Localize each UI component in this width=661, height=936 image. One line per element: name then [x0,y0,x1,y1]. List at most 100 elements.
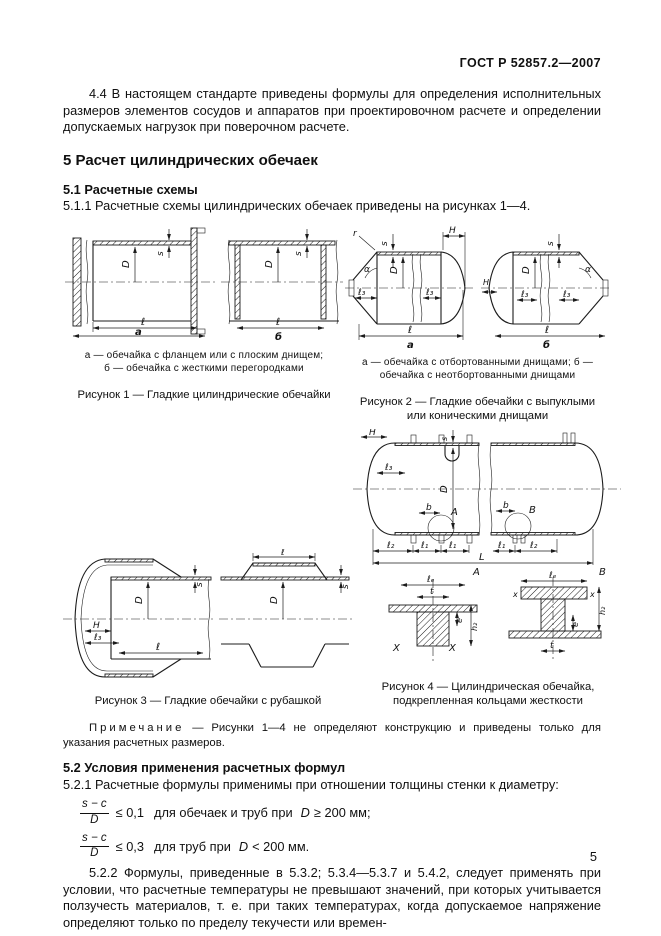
dim-label-l: ℓ [408,325,412,336]
dim-label-s: s [546,241,556,246]
fig4-detail-b: ℓₑ x x e h₂ t [508,571,607,661]
figure-3: D s H ℓ₃ ℓ [63,549,353,708]
dim-label-H: H [93,621,100,631]
section-label-A: A [472,567,480,578]
dim-label-e: e [571,622,580,627]
detail-label-B: B [529,505,536,516]
fig4-vessel: H s ℓ₃ D b A b B [353,429,621,578]
dim-label-D: D [134,596,145,604]
fig3-shell-a: D s H ℓ₃ ℓ [63,558,213,678]
formula-2-condition: < 200 мм. [252,838,310,854]
dim-label-s: s [195,582,205,587]
section-5-2-heading: 5.2 Условия применения расчетных формул [63,760,346,776]
dim-label-l3: ℓ₃ [93,633,102,643]
dim-label-D: D [121,260,132,268]
dim-label-l2: ℓ₂ [529,541,538,551]
figures-row-1: D s ℓ а [63,224,610,423]
fraction-1-denominator: D [90,813,99,826]
dim-label-l: ℓ [545,325,549,336]
dim-label-s: s [294,251,304,256]
figure-4: H s ℓ₃ D b A b B [353,429,623,708]
section-5-heading: 5 Расчет цилиндрических обечаек [63,151,318,169]
paragraph-5-2-1: 5.2.1 Расчетные формулы применимы при от… [63,776,559,792]
page-number: 5 [589,849,597,864]
dim-label-l1: ℓ₁ [420,541,429,551]
note-label: Примечание [89,721,185,734]
figure-2-drawing: r α s H D ℓ₃ ℓ₃ [345,226,610,349]
dim-label-l1: ℓ₁ [448,541,457,551]
dim-label-s: s [156,251,166,256]
fraction-1: s − c D [80,798,109,826]
dim-label-D: D [264,260,275,268]
dim-label-alpha: α [364,265,370,275]
dim-label-s: s [341,584,351,589]
dim-label-l3: ℓ₃ [520,290,529,300]
subfig-label-a: а [407,340,414,349]
figure-2-legend: а — обечайка с отбортованными днищами; б… [350,356,606,382]
dim-label-l: ℓ [156,642,160,653]
formula-1-condition: ≥ 200 мм; [313,805,371,821]
dim-label-t: t [550,641,554,651]
section-label-B: B [599,567,606,578]
fraction-2: s − c D [80,832,109,860]
formula-1-text: для обечаек и труб при [153,805,293,821]
figure-4-drawing: H s ℓ₃ D b A b B [353,429,621,661]
figure-2-legend-text: а — обечайка с отбортованными днищами; б… [361,356,594,381]
formula-1-variable: D [300,805,310,821]
subfig-label-a: а [135,327,142,338]
dim-label-l2: ℓ₂ [386,541,395,551]
note-paragraph: Примечание — Рисунки 1—4 не определяют к… [63,721,601,750]
doc-header-code: ГОСТ Р 52857.2—2007 [459,56,601,70]
fig2-shell-a: r α s H D ℓ₃ ℓ₃ [345,226,476,349]
figure-1-caption: Рисунок 1 — Гладкие цилиндрические обеча… [77,388,331,401]
figure-1-legend-line1: а — обечайка с фланцем или с плоским дни… [84,349,324,361]
dim-label-D: D [389,266,400,274]
dim-label-l3: ℓ₃ [562,290,571,300]
subfig-label-b: б [275,331,282,342]
dim-label-l1: ℓ₁ [497,541,506,551]
dim-label-H: H [369,429,376,438]
formula-2-variable: D [238,838,249,854]
dim-label-l3: ℓ₃ [384,463,393,473]
figure-2-caption: Рисунок 2 — Гладкие обечайки с выпуклыми… [359,395,596,422]
subfig-label-b: б [543,339,550,349]
dim-label-alpha: α [585,265,591,275]
dim-label-b: b [426,503,432,513]
fig3-shell-b: ℓ s D [219,549,353,668]
figure-1-drawing: D s ℓ а [65,227,343,342]
dim-label-t: t [430,587,434,597]
detail-label-A: A [450,507,458,518]
fig1-shell-b: D s ℓ б [221,228,343,342]
figure-4-caption: Рисунок 4 — Цилиндрическая обечайка, под… [381,680,595,707]
dim-label-h2: h₂ [598,606,607,615]
dim-label-le: ℓₑ [548,571,557,581]
paragraph-5-1-1: 5.1.1 Расчетные схемы цилиндрических обе… [63,198,531,214]
formula-2: s − c D ≤ 0,3 для труб при D < 200 мм. [80,832,601,860]
note-text: — Рисунки 1—4 не определяют конструкцию … [63,721,601,749]
formula-2-relation: ≤ 0,3 [115,838,144,854]
paragraph-4-4: 4.4 В настоящем стандарте приведены форм… [63,86,601,135]
fig1-shell-a: D s ℓ а [65,227,215,338]
figure-3-caption: Рисунок 3 — Гладкие обечайки с рубашкой [94,694,322,707]
dim-label-D: D [521,266,532,274]
formula-1-relation: ≤ 0,1 [115,805,144,821]
dim-label-l3: ℓ₃ [425,288,434,298]
dim-label-H: H [449,226,456,236]
fraction-2-numerator: s − c [80,832,109,847]
figure-1: D s ℓ а [63,224,345,402]
figure-1-legend-line2: б — обечайка с жесткими перегородками [104,362,304,374]
dim-label-r: r [353,229,358,239]
figure-3-drawing: D s H ℓ₃ ℓ [63,549,353,678]
formula-1: s − c D ≤ 0,1 для обечаек и труб при D ≥… [80,798,601,826]
section-mark-x: x [512,590,518,599]
dim-label-H: H [483,278,489,287]
dim-label-l3: ℓ₃ [357,288,366,298]
dim-label-l: ℓ [141,317,145,328]
figure-1-legend: а — обечайка с фланцем или с плоским дни… [85,349,324,375]
section-5-1-heading: 5.1 Расчетные схемы [63,181,198,197]
fraction-2-denominator: D [90,847,99,859]
dim-label-s: s [440,437,449,441]
paragraph-5-2-2: 5.2.2 Формулы, приведенные в 5.3.2; 5.3.… [63,865,601,930]
dim-label-l: ℓ [276,317,280,328]
